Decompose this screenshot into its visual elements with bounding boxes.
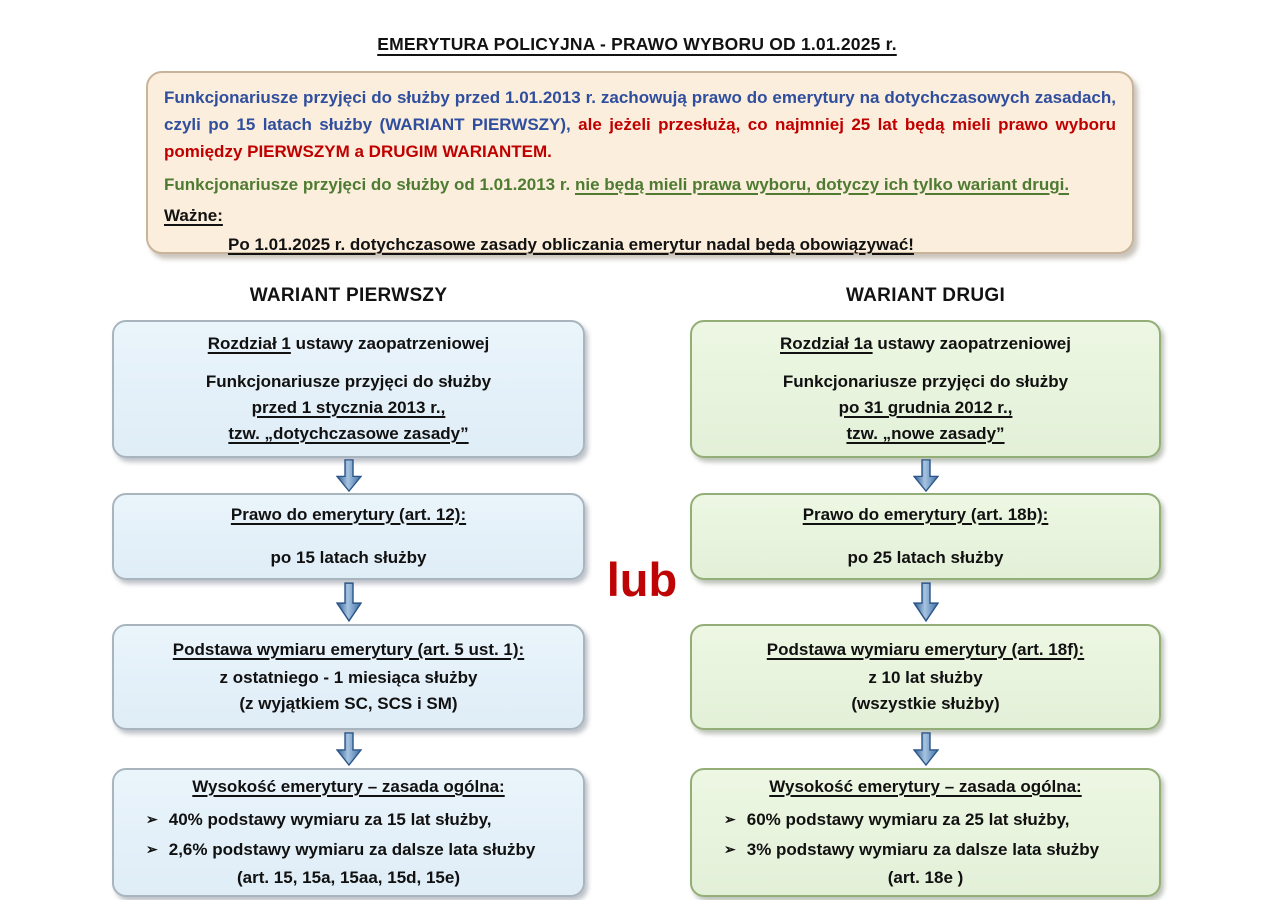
chapter-number: Rozdział 1a <box>780 334 873 353</box>
chapter-line3: tzw. „dotychczasowe zasady” <box>228 424 469 443</box>
amount-bullet1-text: 60% podstawy wymiaru za 25 lat służby, <box>746 810 1070 829</box>
variant-two-right-to-pension-box: Prawo do emerytury (art. 18b): po 25 lat… <box>690 493 1161 580</box>
basis-line2: (z wyjątkiem SC, SCS i SM) <box>239 694 458 713</box>
chapter-rest: ustawy zaopatrzeniowej <box>872 334 1071 353</box>
amount-bullet2-text: 2,6% podstawy wymiaru za dalsze lata słu… <box>168 840 536 859</box>
intro-text-green: Funkcjonariusze przyjęci do służby od 1.… <box>164 174 575 194</box>
chapter-line1: Funkcjonariusze przyjęci do służby <box>205 372 492 391</box>
variant-two-column: WARIANT DRUGI Rozdział 1a ustawy zaopatr… <box>690 285 1161 900</box>
amount-footer: (art. 15, 15a, 15aa, 15d, 15e) <box>236 868 461 887</box>
amount-bullet-row: ➢ 40% podstawy wymiaru za 15 lat służby, <box>114 805 583 835</box>
chapter-line2: przed 1 stycznia 2013 r., <box>251 398 446 417</box>
basis-line1: z 10 lat służby <box>868 668 983 687</box>
down-arrow-icon <box>335 582 362 622</box>
variant-one-amount-box: Wysokość emerytury – zasada ogólna: ➢ 40%… <box>112 768 585 897</box>
amount-bullet1-text: 40% podstawy wymiaru za 15 lat służby, <box>168 810 492 829</box>
arrowhead-bullet-icon: ➢ <box>724 841 736 857</box>
basis-line2: (wszystkie służby) <box>851 694 1000 713</box>
arrowhead-bullet-icon: ➢ <box>146 841 158 857</box>
chapter-line3: tzw. „nowe zasady” <box>846 424 1005 443</box>
down-arrow-icon <box>912 582 939 622</box>
chapter-number: Rozdział 1 <box>207 334 291 353</box>
down-arrow-icon <box>335 732 362 766</box>
variant-one-column: WARIANT PIERWSZY Rozdział 1 ustawy zaopa… <box>112 285 585 900</box>
chapter-title: Rozdział 1a ustawy zaopatrzeniowej <box>780 331 1071 357</box>
page-title: EMERYTURA POLICYJNA - PRAWO WYBORU OD 1.… <box>377 34 897 54</box>
intro-text-red: ale jeżeli przesłużą, co najmniej 25 lat… <box>164 115 1116 162</box>
intro-paragraph-rules: Funkcjonariusze przyjęci do służby przed… <box>164 84 1116 166</box>
variant-one-basis-box: Podstawa wymiaru emerytury (art. 5 ust. … <box>112 624 585 730</box>
variant-two-amount-box: Wysokość emerytury – zasada ogólna: ➢ 60%… <box>690 768 1161 897</box>
important-note: Po 1.01.2025 r. dotychczasowe zasady obl… <box>164 231 1116 258</box>
variant-one-right-to-pension-box: Prawo do emerytury (art. 12): po 15 lata… <box>112 493 585 580</box>
basis-line1: z ostatniego - 1 miesiąca służby <box>219 668 478 687</box>
chapter-line2: po 31 grudnia 2012 r., <box>838 398 1013 417</box>
variant-two-chapter-box: Rozdział 1a ustawy zaopatrzeniowej Funkc… <box>690 320 1161 458</box>
down-arrow-icon <box>335 459 362 492</box>
variant-two-header: WARIANT DRUGI <box>845 285 1006 306</box>
variant-one-header: WARIANT PIERWSZY <box>249 285 448 306</box>
intro-text-blue: Funkcjonariusze przyjęci do służby przed… <box>164 88 1116 135</box>
variant-two-basis-box: Podstawa wymiaru emerytury (art. 18f): z… <box>690 624 1161 730</box>
pension-right-body: po 15 latach służby <box>270 548 427 567</box>
amount-bullet2-text: 3% podstawy wymiaru za dalsze lata służb… <box>746 840 1100 859</box>
intro-paragraph-new-officers: Funkcjonariusze przyjęci do służby od 1.… <box>164 171 1116 198</box>
pension-right-body: po 25 latach służby <box>847 548 1004 567</box>
intro-panel: Funkcjonariusze przyjęci do służby przed… <box>146 71 1134 254</box>
amount-bullet-row: ➢ 2,6% podstawy wymiaru za dalsze lata sł… <box>114 835 583 865</box>
amount-bullet-row: ➢ 3% podstawy wymiaru za dalsze lata służ… <box>692 835 1159 865</box>
variant-one-chapter-box: Rozdział 1 ustawy zaopatrzeniowej Funkcj… <box>112 320 585 458</box>
arrowhead-bullet-icon: ➢ <box>724 811 736 827</box>
amount-footer: (art. 18e ) <box>887 868 964 887</box>
or-connector-label: lub <box>606 553 678 606</box>
basis-header: Podstawa wymiaru emerytury (art. 5 ust. … <box>172 640 525 659</box>
important-note-text: Po 1.01.2025 r. dotychczasowe zasady obl… <box>228 234 914 254</box>
amount-bullet-row: ➢ 60% podstawy wymiaru za 25 lat służby, <box>692 805 1159 835</box>
arrowhead-bullet-icon: ➢ <box>146 811 158 827</box>
chapter-line1: Funkcjonariusze przyjęci do służby <box>782 372 1069 391</box>
amount-header: Wysokość emerytury – zasada ogólna: <box>769 777 1082 796</box>
down-arrow-icon <box>912 459 939 492</box>
pension-right-header: Prawo do emerytury (art. 18b): <box>802 505 1049 524</box>
down-arrow-icon <box>912 732 939 766</box>
pension-right-header: Prawo do emerytury (art. 12): <box>230 505 467 524</box>
chapter-title: Rozdział 1 ustawy zaopatrzeniowej <box>208 331 490 357</box>
amount-header: Wysokość emerytury – zasada ogólna: <box>192 777 505 796</box>
important-label: Ważne: <box>164 202 1116 229</box>
important-label-text: Ważne: <box>164 205 223 225</box>
basis-header: Podstawa wymiaru emerytury (art. 18f): <box>766 640 1085 659</box>
intro-text-green-underlined: nie będą mieli prawa wyboru, dotyczy ich… <box>574 174 1070 194</box>
chapter-rest: ustawy zaopatrzeniowej <box>290 334 490 353</box>
